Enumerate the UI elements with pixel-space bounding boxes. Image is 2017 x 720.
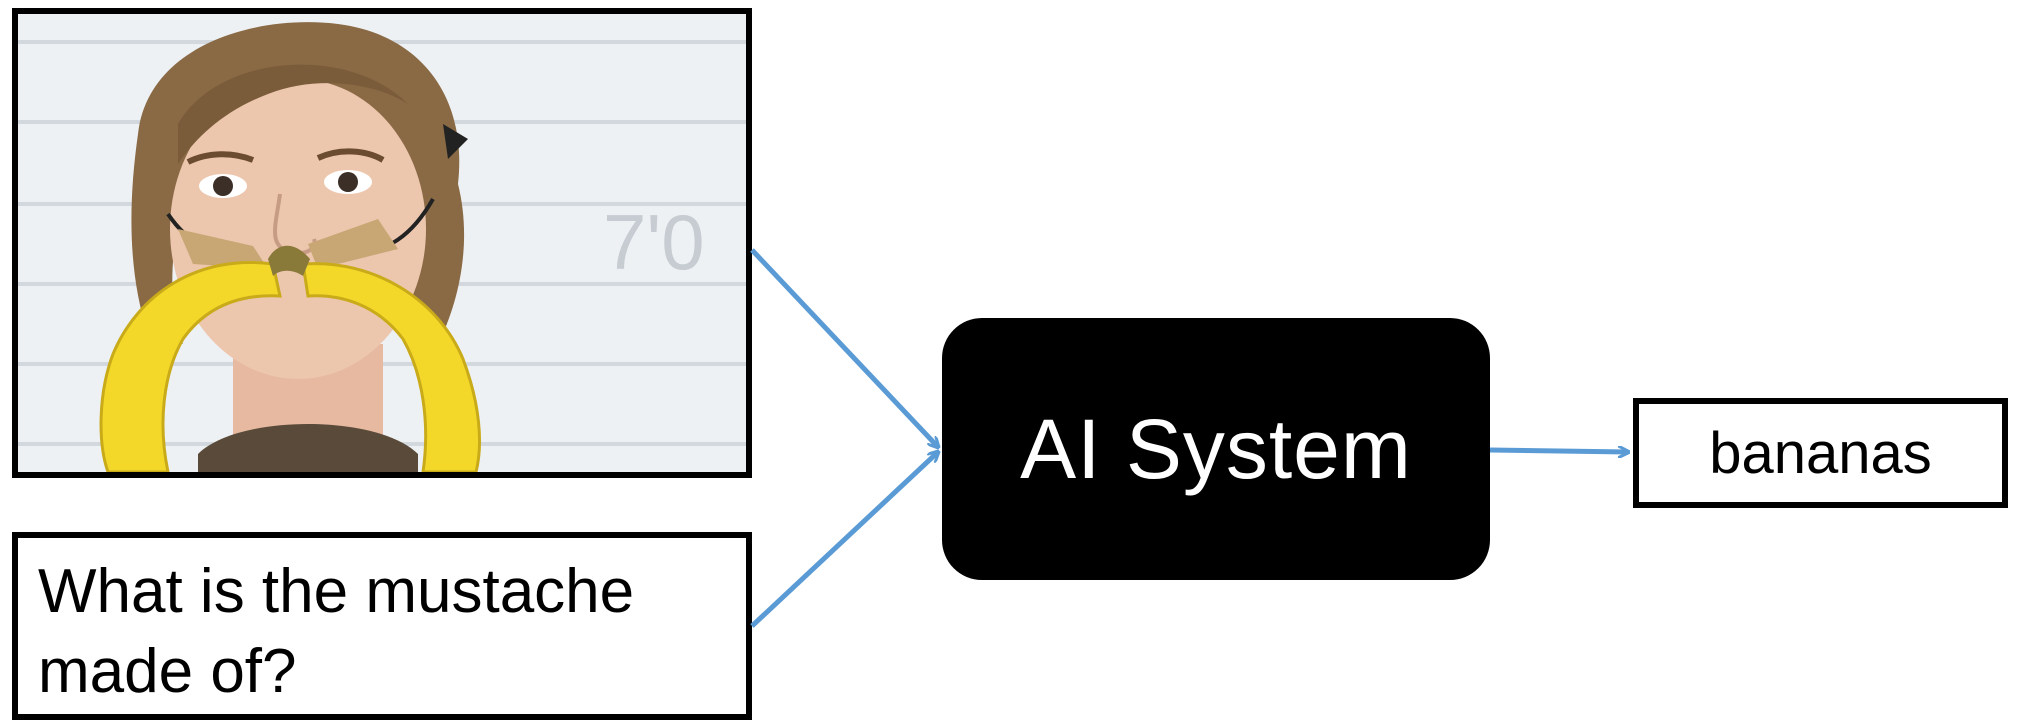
input-photo: 7'0 [12,8,752,478]
question-box: What is the mustache made of? [12,532,752,720]
answer-box: bananas [1633,398,2008,508]
arrow-image-to-system [750,248,938,447]
banana-right [301,262,481,472]
banana-left [99,261,282,472]
wall-height-marking: 7'0 [603,198,705,286]
question-text: What is the mustache made of? [38,557,635,706]
arrow-question-to-system [750,452,938,628]
ai-system-label: AI System [1020,401,1412,496]
answer-text: bananas [1709,420,1932,486]
arrow-system-to-answer [1489,450,1628,452]
ai-system-box: AI System [942,318,1490,580]
photo-scene: 7'0 [18,14,746,472]
